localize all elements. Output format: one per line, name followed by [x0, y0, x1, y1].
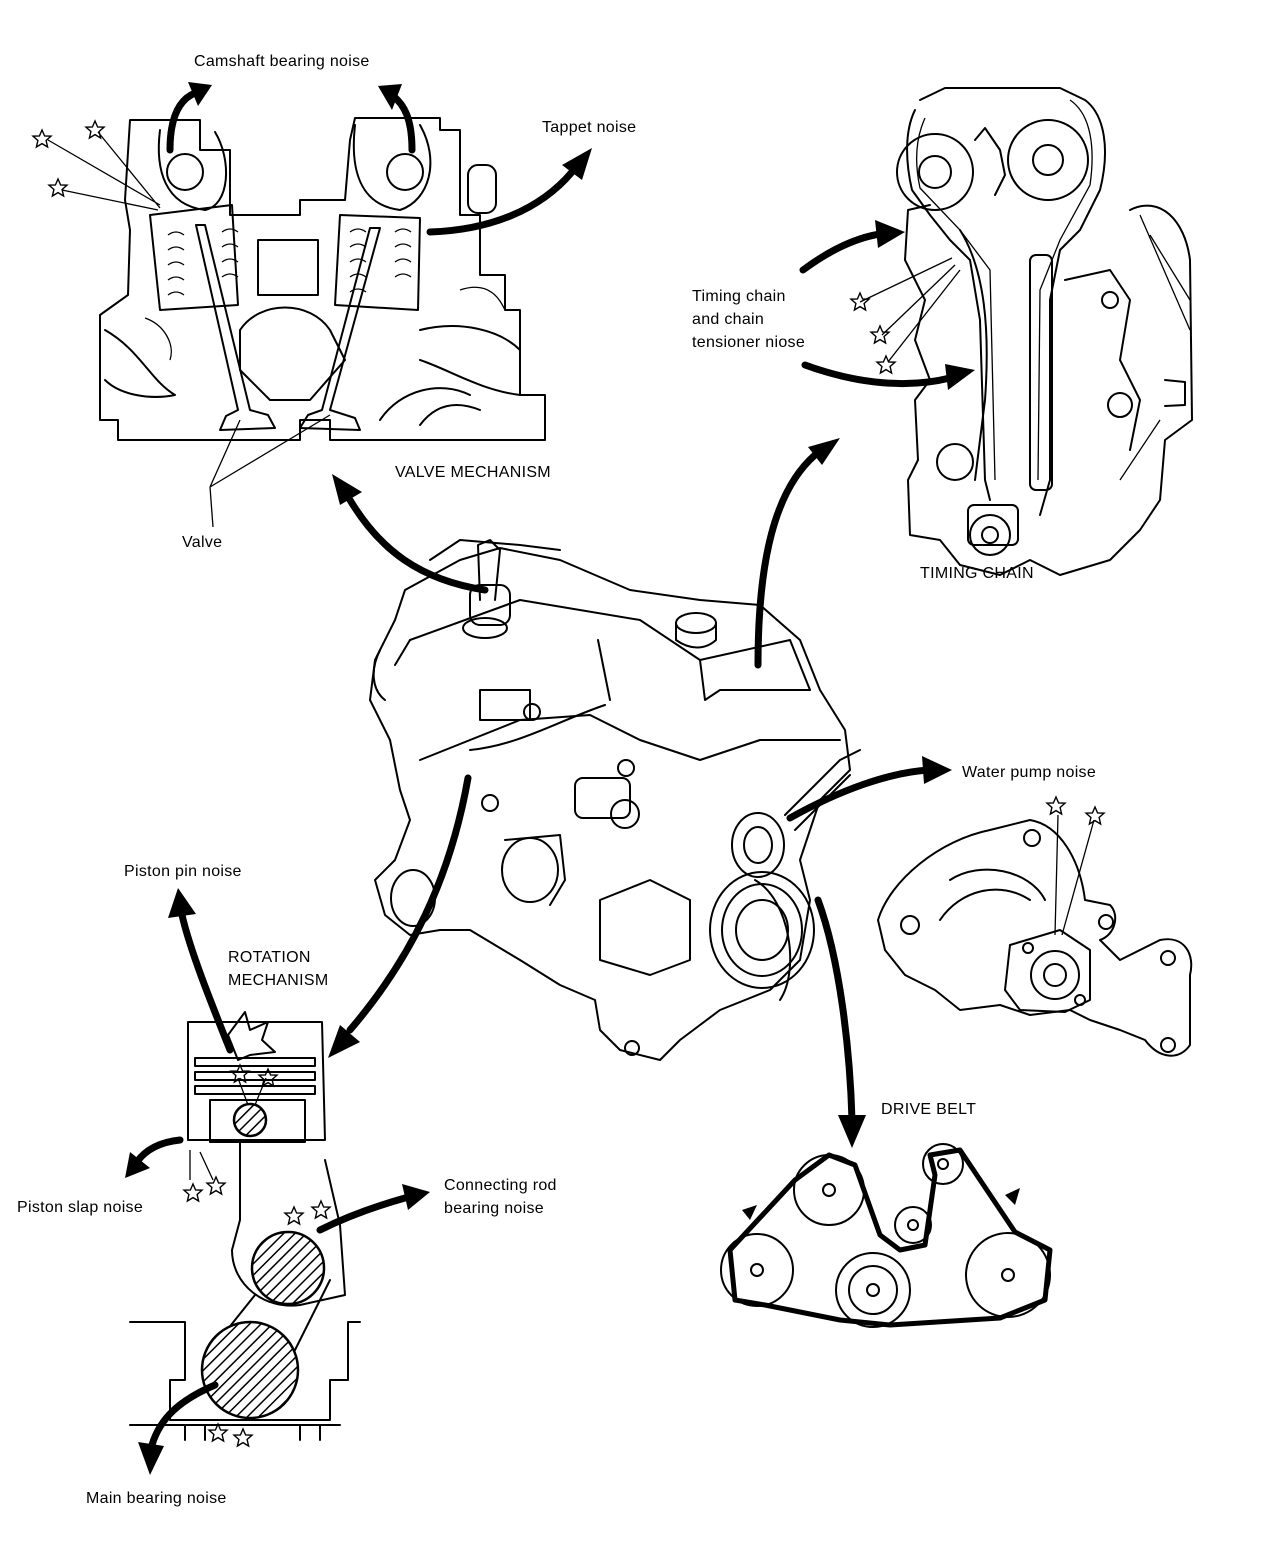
- timing-chain-drawing: [896, 87, 1193, 576]
- rotation-mechanism-line-2: MECHANISM: [228, 972, 329, 989]
- piston-drawing: [129, 1011, 361, 1441]
- connecting-rod-bearing-noise-line-1: Connecting rod: [444, 1177, 557, 1194]
- water-pump-drawing: [877, 819, 1193, 1057]
- camshaft-bearing-noise-label: Camshaft bearing noise: [194, 53, 370, 70]
- valve-mechanism-title: VALVE MECHANISM: [395, 464, 551, 481]
- timing-chain-title: TIMING CHAIN: [920, 565, 1034, 582]
- connecting-rod-bearing-noise-label: Connecting rod bearing noise: [444, 1174, 557, 1220]
- drive-belt-drawing: [720, 1143, 1053, 1328]
- water-pump-noise-label: Water pump noise: [962, 764, 1097, 781]
- noise-markers: [32, 120, 1105, 1447]
- timing-chain-noise-line-1: Timing chain: [692, 288, 786, 305]
- drive-belt-title: DRIVE BELT: [881, 1101, 977, 1118]
- rotation-mechanism-title: ROTATION MECHANISM: [228, 946, 328, 992]
- timing-chain-noise-line-2: and chain: [692, 311, 765, 328]
- engine-drawing: [369, 539, 861, 1061]
- main-bearing-noise-label: Main bearing noise: [86, 1490, 227, 1507]
- tappet-noise-label: Tappet noise: [542, 119, 637, 136]
- rotation-mechanism-line-1: ROTATION: [228, 949, 311, 966]
- callout-arrows: [125, 82, 975, 1475]
- connecting-rod-bearing-noise-line-2: bearing noise: [444, 1200, 544, 1217]
- piston-pin-noise-label: Piston pin noise: [124, 863, 242, 880]
- timing-chain-noise-line-3: tensioner niose: [692, 334, 806, 351]
- piston-slap-noise-label: Piston slap noise: [17, 1199, 144, 1216]
- leader-lines: [47, 131, 1095, 1181]
- valve-label: Valve: [182, 534, 223, 551]
- valve-mechanism-drawing: [99, 117, 546, 441]
- timing-chain-noise-label: Timing chain and chain tensioner niose: [692, 285, 805, 354]
